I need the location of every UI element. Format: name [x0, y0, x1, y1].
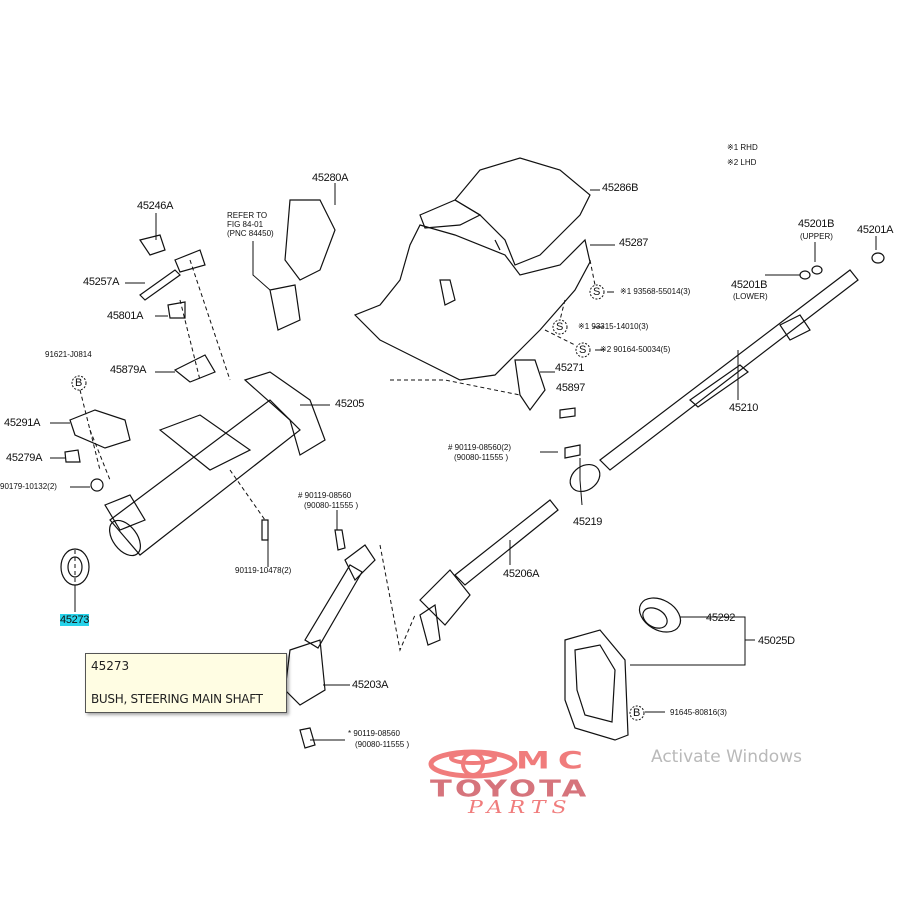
label-90119-10478[interactable]: 90119-10478(2)	[235, 566, 292, 575]
s-marker-2: S	[556, 321, 564, 333]
label-upper: (UPPER)	[800, 232, 833, 241]
logo-parts-text: PARTS	[468, 798, 573, 818]
label-45203A[interactable]: 45203A	[352, 679, 389, 691]
label-45273-highlighted[interactable]: 45273	[60, 614, 90, 626]
label-45201A[interactable]: 45201A	[857, 224, 894, 236]
label-lower: (LOWER)	[733, 292, 768, 301]
intermediate-shaft[interactable]	[419, 499, 559, 646]
label-45201B-lower[interactable]: 45201B	[731, 279, 768, 291]
label-90080-11555-c: (90080-11555 )	[454, 453, 509, 462]
label-refer-3: (PNC 84450)	[227, 229, 274, 238]
label-45257A[interactable]: 45257A	[83, 276, 120, 288]
legend-text: RHD	[740, 143, 758, 152]
label-90080-11555-b: (90080-11555 )	[355, 740, 410, 749]
legend-text: LHD	[740, 158, 757, 167]
label-91621-J0814[interactable]: 91621-J0814	[45, 350, 92, 359]
label-90179-10132[interactable]: 90179-10132(2)	[0, 482, 57, 491]
toyota-emblem-icon	[428, 749, 518, 779]
part-tooltip: 45273 BUSH, STEERING MAIN SHAFT	[85, 653, 287, 713]
label-45025D[interactable]: 45025D	[758, 635, 795, 647]
label-45206A[interactable]: 45206A	[503, 568, 540, 580]
label-45210[interactable]: 45210	[729, 402, 759, 414]
logo-toyota-text: TOYOTA	[430, 775, 590, 803]
legend-mark: ※1	[727, 143, 739, 152]
label-45879A[interactable]: 45879A	[110, 364, 147, 376]
label-90119-08560-a[interactable]: # 90119-08560	[298, 491, 352, 500]
label-45279A[interactable]: 45279A	[6, 452, 43, 464]
omc-toyota-parts-logo: MC TOYOTA PARTS	[428, 745, 658, 825]
main-shaft[interactable]	[599, 269, 859, 471]
label-45286B[interactable]: 45286B	[602, 182, 639, 194]
s-marker-3: S	[579, 344, 587, 356]
label-45201B-upper[interactable]: 45201B	[798, 218, 835, 230]
boot-assembly[interactable]	[564, 591, 687, 741]
tooltip-description: BUSH, STEERING MAIN SHAFT	[91, 692, 263, 706]
label-s-93315[interactable]: ※1 93315-14010(3)	[578, 322, 649, 331]
label-45291A[interactable]: 45291A	[4, 417, 41, 429]
b-marker-1: B	[75, 377, 83, 389]
label-91645-80816[interactable]: 91645-80816(3)	[670, 708, 727, 717]
label-45271[interactable]: 45271	[555, 362, 585, 374]
s-marker-1: S	[593, 286, 601, 298]
label-90119-08560-b[interactable]: * 90119-08560	[348, 729, 400, 738]
label-90119-08560-c[interactable]: # 90119-08560(2)	[448, 443, 512, 452]
label-45246A[interactable]: 45246A	[137, 200, 174, 212]
label-s-90164[interactable]: ※2 90164-50034(5)	[600, 345, 671, 354]
label-45292[interactable]: 45292	[706, 612, 736, 624]
label-45205[interactable]: 45205	[335, 398, 365, 410]
label-refer-2: FIG 84-01	[227, 220, 264, 229]
column-cover-lower[interactable]	[353, 224, 591, 381]
activate-windows-notice: Activate Windows	[651, 747, 802, 767]
label-45287[interactable]: 45287	[619, 237, 649, 249]
joint-45219[interactable]	[565, 459, 605, 497]
label-s-93568[interactable]: ※1 93568-55014(3)	[620, 287, 691, 296]
legend-rhd: ※1 RHD	[727, 143, 758, 152]
logo-mc-text: MC	[516, 747, 591, 775]
label-45219[interactable]: 45219	[573, 516, 603, 528]
column-cover-upper[interactable]	[419, 157, 591, 266]
label-45801A[interactable]: 45801A	[107, 310, 144, 322]
b-marker-2: B	[633, 707, 641, 719]
legend-lhd: ※2 LHD	[727, 158, 756, 167]
label-90080-11555-a: (90080-11555 )	[304, 501, 359, 510]
label-refer-1: REFER TO	[227, 211, 268, 220]
label-45897[interactable]: 45897	[556, 382, 586, 394]
legend-mark: ※2	[727, 158, 739, 167]
tooltip-part-number: 45273	[91, 659, 130, 673]
label-45280A[interactable]: 45280A	[312, 172, 349, 184]
column-tube[interactable]	[103, 371, 326, 561]
